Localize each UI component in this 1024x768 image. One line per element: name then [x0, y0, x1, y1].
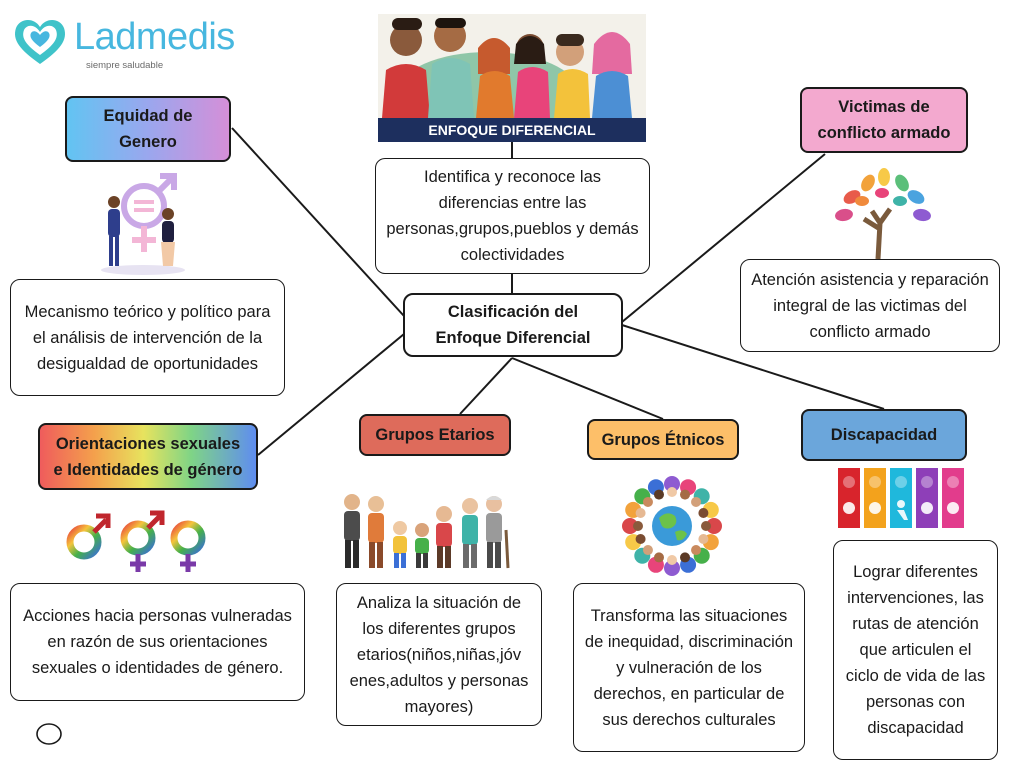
- brand-name: Ladmedis: [74, 16, 235, 58]
- globe-people-icon: [622, 476, 722, 576]
- enfoque-banner: ENFOQUE DIFERENCIAL: [378, 14, 646, 142]
- center-node: Clasificación del Enfoque Diferencial: [403, 293, 623, 357]
- enfoque-description-text: Identifica y reconoce las diferencias en…: [386, 168, 639, 264]
- victimas-description: Atención asistencia y reparación integra…: [740, 259, 1000, 352]
- orientaciones-heading: Orientaciones sexuales e Identidades de …: [38, 423, 258, 490]
- equidad-description: Mecanismo teórico y político para el aná…: [10, 279, 285, 396]
- etarios-heading: Grupos Etarios: [359, 414, 511, 456]
- orientaciones-description-text: Acciones hacia personas vulneradas en ra…: [23, 607, 292, 677]
- link-victimas: [621, 153, 826, 323]
- gender-equality-icon: [101, 173, 185, 275]
- orientaciones-description: Acciones hacia personas vulneradas en ra…: [10, 583, 305, 701]
- link-equidad: [231, 127, 405, 317]
- equidad-description-text: Mecanismo teórico y político para el aná…: [24, 302, 271, 373]
- etarios-description: Analiza la situación de los diferentes g…: [336, 583, 542, 726]
- brand-logo: Ladmedis siempre saludable: [10, 14, 240, 71]
- tree-of-hands-icon: [835, 168, 931, 259]
- link-discapacidad: [621, 324, 885, 410]
- disability-icons: [838, 468, 964, 528]
- link-orientaciones: [257, 333, 405, 456]
- discapacidad-description: Lograr diferentes intervenciones, las ru…: [833, 540, 998, 760]
- victimas-description-text: Atención asistencia y reparación integra…: [751, 270, 989, 341]
- circle-mark: [36, 723, 62, 745]
- discapacidad-heading: Discapacidad: [801, 409, 967, 461]
- heart-logo-icon: [15, 19, 65, 64]
- link-etarios: [459, 357, 513, 415]
- age-groups-icon: [344, 494, 510, 569]
- enfoque-description: Identifica y reconoce las diferencias en…: [375, 158, 650, 274]
- link-etnicos: [511, 357, 664, 420]
- center-title: Clasificación del Enfoque Diferencial: [435, 303, 591, 347]
- etnicos-description-text: Transforma las situaciones de inequidad,…: [584, 606, 794, 729]
- brand-tagline: siempre saludable: [86, 60, 164, 71]
- etnicos-description: Transforma las situaciones de inequidad,…: [573, 583, 805, 752]
- discapacidad-description-text: Lograr diferentes intervenciones, las ru…: [845, 563, 986, 737]
- diverse-people-illustration: [378, 14, 646, 118]
- rainbow-gender-symbols-icon: [66, 510, 206, 572]
- banner-label: ENFOQUE DIFERENCIAL: [378, 118, 646, 142]
- etarios-description-text: Analiza la situación de los diferentes g…: [349, 593, 529, 716]
- etnicos-heading: Grupos Étnicos: [587, 419, 739, 460]
- equidad-heading: Equidad de Genero: [65, 96, 231, 162]
- victimas-heading: Victimas de conflicto armado: [800, 87, 968, 153]
